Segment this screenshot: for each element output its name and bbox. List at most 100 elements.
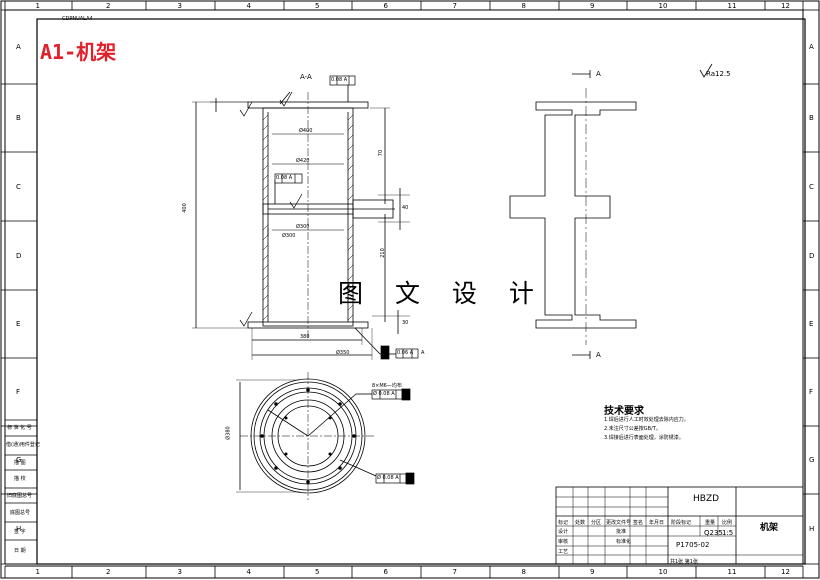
- tb-header-3: 分区: [591, 520, 602, 526]
- zone-row-label: B: [809, 114, 814, 122]
- dim-1: Ø400: [299, 128, 313, 134]
- dim-4: Ø300: [296, 224, 310, 230]
- zone-column-label: 12: [781, 568, 790, 576]
- zone-column-label: 11: [727, 2, 737, 10]
- tb-role-5: 标准化: [616, 539, 632, 545]
- dim-2: Ø420: [296, 158, 310, 164]
- zone-column-label: 7: [452, 568, 457, 576]
- zone-column-label: 3: [177, 2, 182, 10]
- front-section-view: [192, 83, 410, 360]
- zone-column-label: 4: [246, 2, 251, 10]
- watermark-text: 图 文 设 计: [338, 279, 546, 308]
- strip-label-2: 借(通)用件登记: [6, 442, 40, 448]
- zone-column-label: 10: [658, 2, 668, 10]
- strip-label-3: 描 图: [14, 460, 26, 466]
- zone-column-label: 11: [727, 568, 737, 576]
- tb-role-4: 批准: [616, 529, 627, 535]
- zone-column-label: 8: [521, 568, 526, 576]
- tb-part-name: 机架: [760, 523, 779, 533]
- dim-12: 30: [402, 320, 409, 326]
- section-arrow-top: A: [596, 70, 601, 78]
- section-arrow-bottom: A: [596, 351, 601, 359]
- tol-frame-2: 0.08 A: [276, 175, 293, 181]
- zone-column-label: 5: [315, 568, 320, 576]
- zone-row-label: D: [16, 251, 22, 260]
- dim-9: 70: [378, 149, 385, 157]
- zone-row-label: H: [16, 525, 22, 533]
- tb-header-6: 年月日: [649, 520, 665, 526]
- zone-column-label: 12: [781, 2, 790, 10]
- zone-row-label: F: [809, 388, 814, 396]
- tb-label-weight: 重量: [705, 520, 716, 526]
- plan-dim: Ø380: [225, 426, 232, 440]
- zone-row-label: H: [809, 525, 815, 533]
- tb-role-3: 工艺: [558, 549, 569, 555]
- zone-column-label: 4: [246, 568, 251, 576]
- zone-column-label: 2: [106, 2, 111, 10]
- plan-tol-1: Ø 0.08 A: [373, 391, 395, 397]
- dim-6: 380: [300, 334, 310, 340]
- zone-row-label: G: [809, 456, 815, 464]
- plan-holes: [260, 388, 356, 484]
- tb-material: Q235: [704, 529, 723, 537]
- plan-tolerance-frames: [371, 388, 415, 485]
- zone-column-label: 9: [590, 568, 595, 576]
- tb-role-2: 审核: [558, 539, 569, 545]
- zone-row-label: C: [16, 182, 21, 191]
- requirement-1: 1.焊后进行人工时效处理去除内应力。: [604, 417, 689, 423]
- tol-frame-3: 0.06 A: [397, 350, 414, 356]
- requirements-title: 技术要求: [604, 406, 644, 417]
- tb-header-2: 处数: [575, 520, 586, 526]
- datum-label: A: [421, 350, 425, 356]
- strip-label-1: 标 准 化 号: [7, 425, 32, 431]
- tb-drawing-no: P1705-02: [676, 541, 710, 549]
- dim-7: Ø350: [336, 350, 350, 356]
- zone-column-label: 8: [521, 2, 526, 10]
- strip-label-6: 底图总号: [10, 510, 31, 516]
- zone-column-label: 6: [383, 2, 388, 10]
- zone-row-label: A: [809, 43, 814, 51]
- left-strip-table: [5, 419, 37, 541]
- zone-column-label: 10: [658, 568, 668, 576]
- zone-column-label: 5: [315, 2, 320, 10]
- roughness-note: Ra12.5: [706, 70, 731, 78]
- zone-row-label: A: [16, 43, 21, 51]
- tb-sheet: 共1张 第1张: [670, 559, 698, 565]
- tb-label-stage: 阶段标记: [671, 520, 692, 526]
- side-view: [509, 70, 637, 359]
- tb-header-1: 标记: [558, 520, 569, 526]
- title-block: [555, 486, 804, 565]
- strip-label-4: 描 校: [14, 476, 26, 482]
- tol-frame-1: 0.08 A: [331, 77, 348, 83]
- tb-scale: 1:5: [722, 529, 734, 537]
- zone-column-label: 3: [177, 568, 182, 576]
- zone-column-label: 7: [452, 2, 457, 10]
- strip-label-7: 签 字: [14, 529, 26, 535]
- drawing-title: A1-机架: [40, 40, 117, 64]
- tb-header-4: 更改文件号: [606, 520, 632, 526]
- plan-view: [236, 372, 377, 500]
- inner-border: [36, 18, 806, 565]
- zone-row-label: E: [809, 320, 814, 328]
- zone-row-label: E: [16, 320, 21, 328]
- strip-label-8: 日 期: [14, 548, 26, 554]
- zone-row-label: C: [809, 182, 814, 191]
- zone-row-label: D: [809, 251, 815, 260]
- requirement-2: 2.未注尺寸公差按GB/T。: [604, 426, 661, 432]
- zone-row-label: B: [16, 114, 21, 122]
- tb-role-1: 设计: [558, 529, 569, 535]
- requirement-3: 3.焊接后进行表面处理，涂防锈漆。: [604, 435, 684, 441]
- dim-10: 210: [379, 248, 386, 258]
- plan-tol-2: Ø 0.08 A: [377, 475, 399, 481]
- zone-column-label: 6: [383, 568, 388, 576]
- section-label: A-A: [300, 73, 312, 81]
- dim-11: 40: [402, 205, 409, 211]
- zone-column-label: 9: [590, 2, 595, 10]
- tb-header-5: 签名: [633, 520, 644, 526]
- dim-3: Ø300: [282, 233, 296, 239]
- strip-label-5: 旧底图总号: [7, 493, 33, 499]
- front-tolerance-frames: [274, 75, 419, 360]
- zone-row-label: G: [16, 456, 22, 464]
